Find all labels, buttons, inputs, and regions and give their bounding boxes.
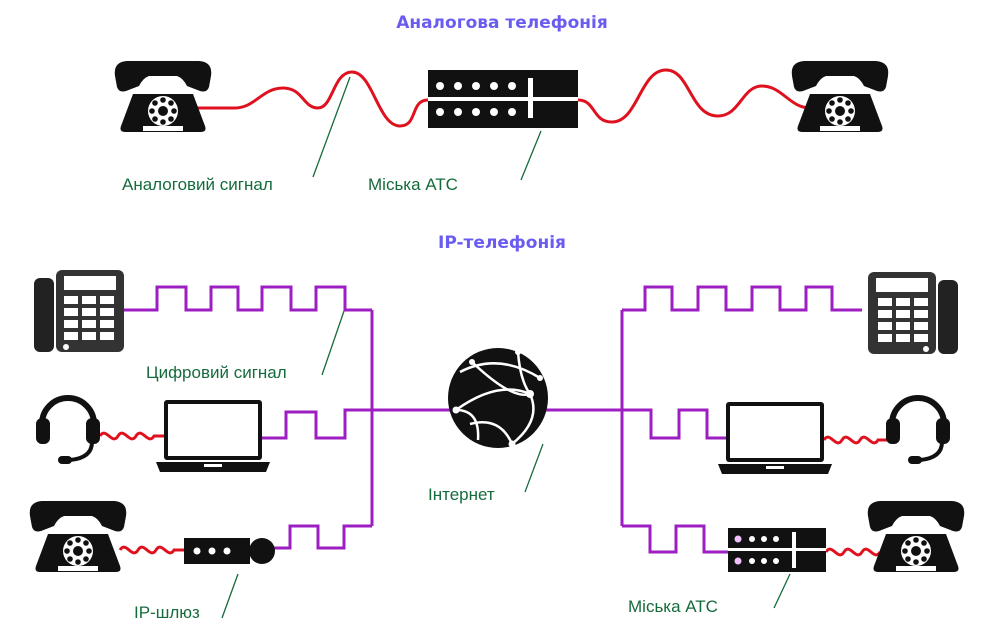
rotary-phone-icon [867, 501, 965, 572]
pointer-line [524, 443, 544, 493]
digital-wire-mid-right [546, 408, 730, 440]
pbx-icon [428, 70, 578, 128]
globe-icon [448, 348, 548, 448]
city-pbx-label: Міська АТС [628, 597, 718, 616]
analog-wire [98, 431, 166, 441]
laptop-icon [718, 402, 832, 474]
analog-wire [118, 545, 186, 555]
pbx-icon [728, 528, 826, 572]
headset-icon [36, 398, 100, 464]
laptop-icon [156, 400, 270, 472]
ip-gateway-label: IP-шлюз [134, 603, 200, 622]
desk-phone-icon [34, 270, 124, 352]
gateway-icon [184, 538, 275, 564]
pointer-line [312, 76, 351, 178]
rotary-phone-icon [29, 501, 127, 572]
pointer-line [773, 573, 791, 609]
analog-wire [822, 435, 892, 445]
headset-icon [886, 398, 950, 464]
digital-wire-top-right [622, 285, 862, 312]
pointer-line [321, 310, 345, 376]
ip-title: IP-телефонія [438, 233, 566, 253]
rotary-phone-icon [114, 61, 212, 132]
digital-wire-bottom-right [622, 524, 728, 554]
analog-wire-left [197, 70, 429, 128]
digital-wire-bottom-left [274, 524, 372, 550]
analog-title: Аналогова телефонія [396, 13, 608, 33]
digital-wire-mid-left [262, 408, 451, 440]
pointer-line [221, 573, 239, 619]
digital-wire-top-left [124, 285, 372, 312]
internet-label: Інтернет [428, 485, 495, 504]
desk-phone-icon [868, 272, 958, 354]
rotary-phone-icon [791, 61, 889, 132]
pointer-line [520, 130, 542, 181]
analog-wire [824, 547, 882, 557]
analog-signal-label: Аналоговий сигнал [122, 175, 273, 194]
digital-signal-label: Цифровий сигнал [146, 363, 287, 382]
city-pbx-label: Міська АТС [368, 175, 458, 194]
analog-wire-right [577, 68, 811, 124]
